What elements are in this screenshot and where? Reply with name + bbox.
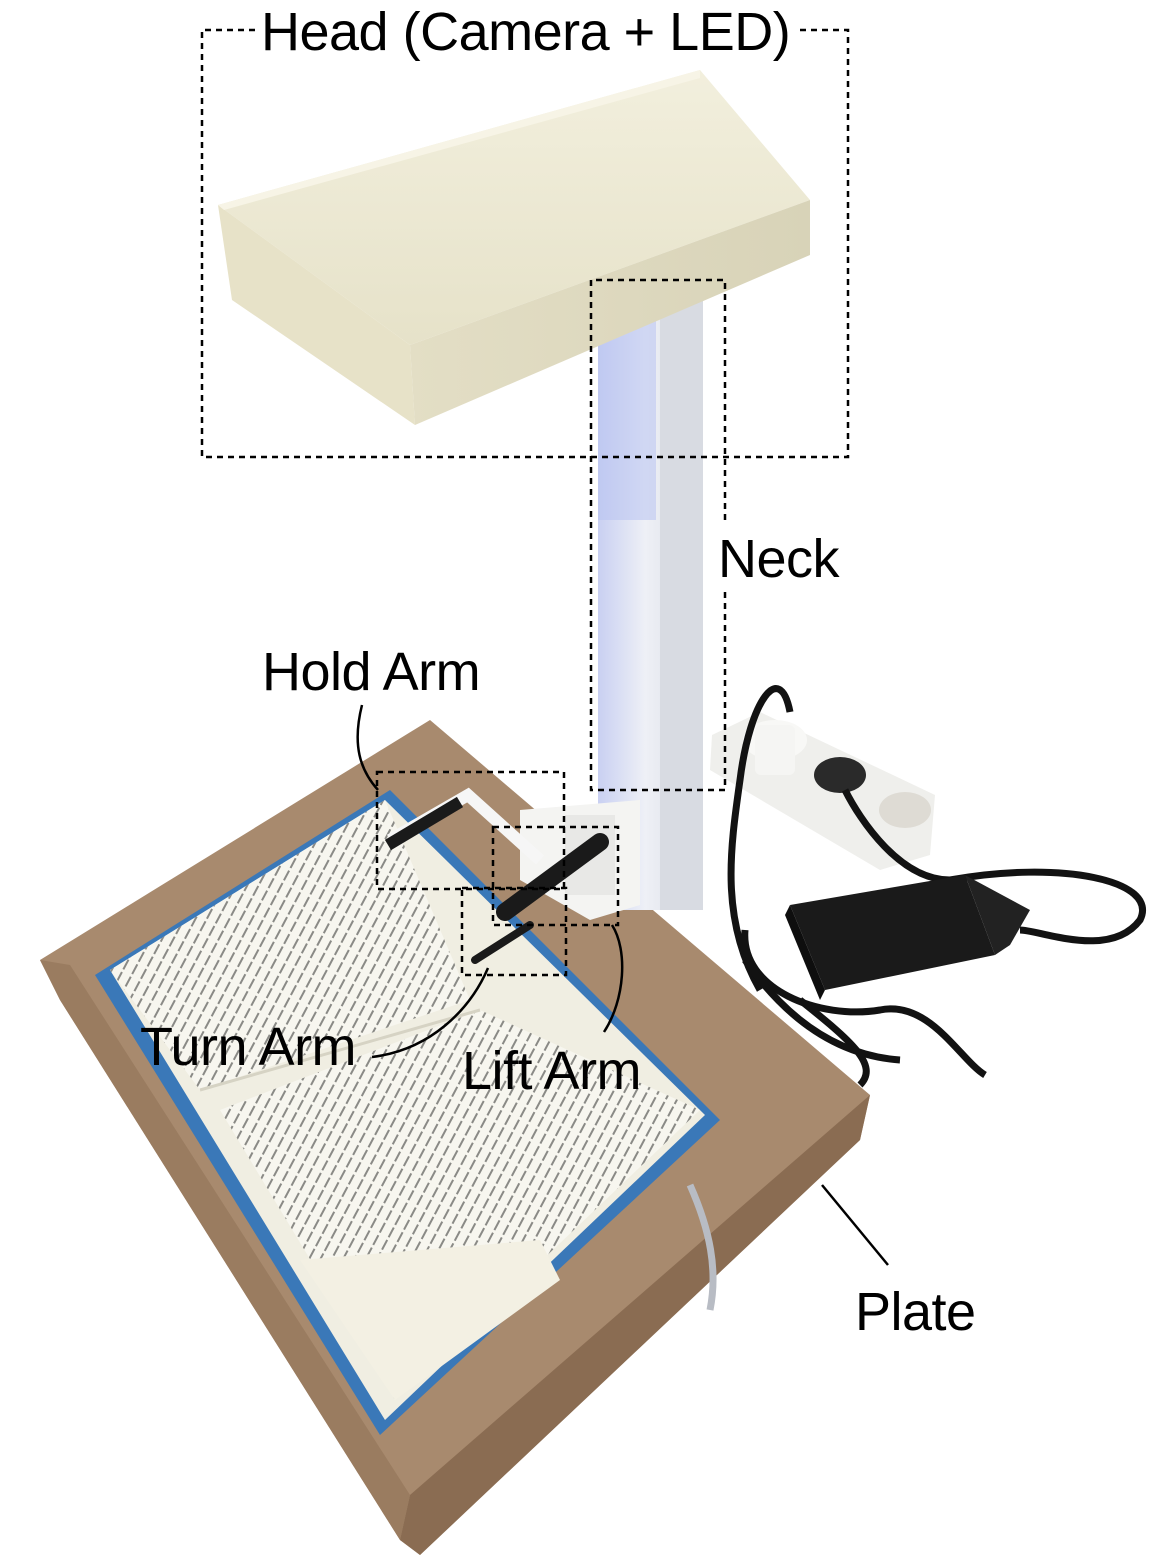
cables-black: [727, 685, 1146, 1088]
lift-arm-label: Lift Arm: [462, 1041, 642, 1101]
hold-arm-leader: [356, 704, 379, 791]
neck-pole: [598, 285, 703, 910]
head-housing: [218, 70, 810, 425]
power-adapter: [785, 875, 1030, 1000]
power-strip: [710, 712, 935, 870]
head-box: [200, 28, 850, 459]
neck-box-upper: [589, 278, 727, 792]
turn-arm-box: [460, 886, 568, 977]
neck-label: Neck: [712, 532, 846, 586]
hold-arm-label: Hold Arm: [262, 642, 481, 702]
cable-silver: [686, 1183, 717, 1311]
leader-lines: [356, 704, 889, 1266]
arm-mechanism: [384, 787, 640, 964]
plate-leader: [821, 1184, 889, 1266]
callout-boxes: [200, 28, 850, 977]
hold-arm-box: [375, 770, 566, 891]
book: [95, 790, 720, 1435]
head-label: Head (Camera + LED): [255, 5, 797, 59]
turn-arm-label: Turn Arm: [140, 1017, 357, 1077]
lift-arm-box: [491, 825, 620, 927]
plate-label: Plate: [855, 1282, 976, 1342]
turn-arm-leader: [371, 967, 490, 1059]
lift-arm-leader: [602, 924, 624, 1033]
